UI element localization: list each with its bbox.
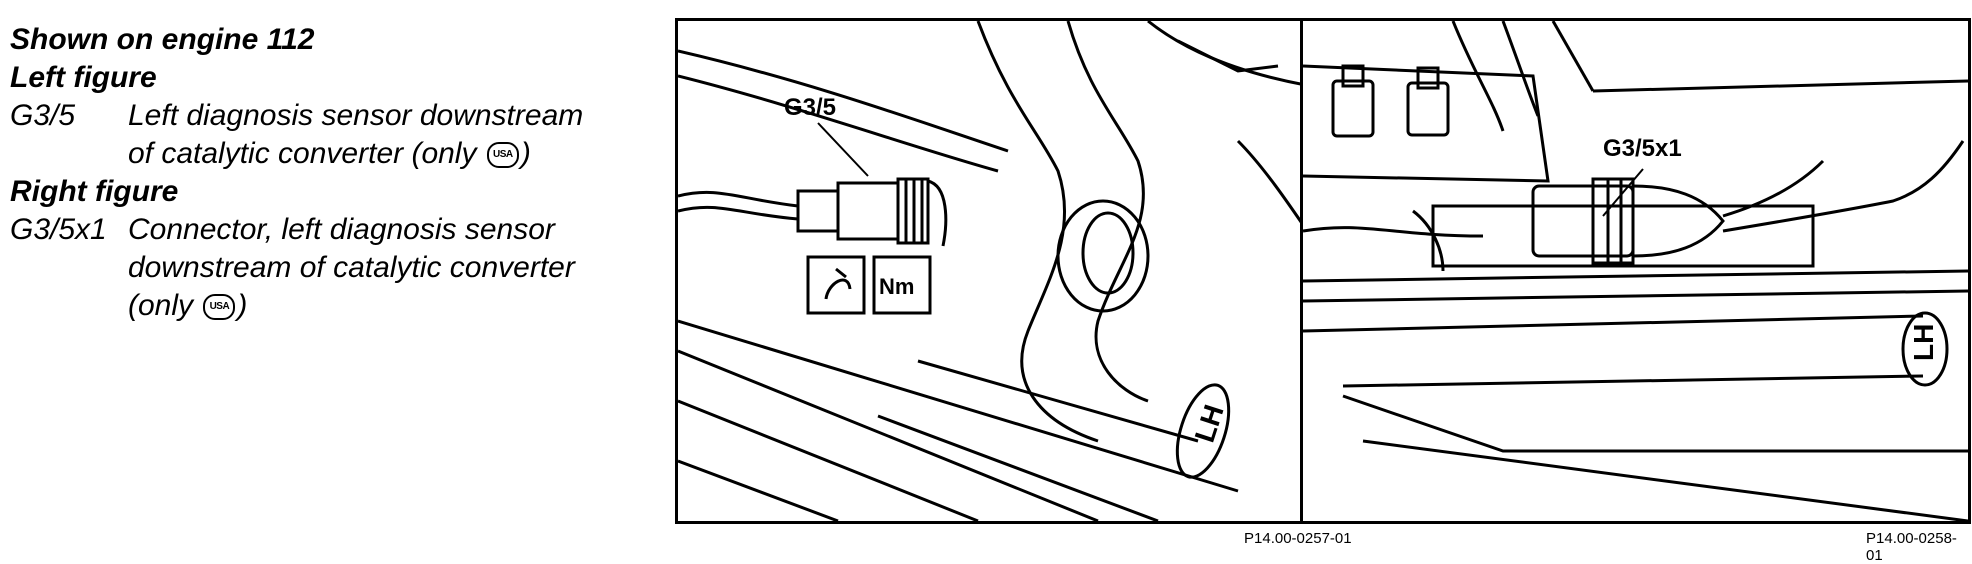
left-figure-illustration: G3/5 Nm LH [678, 21, 1343, 521]
right-figure-reference: P14.00-0258-01 [1866, 530, 1957, 564]
legend-code-g3-5x1: G3/5x1 [10, 213, 107, 246]
legend-code-g3-5: G3/5 [10, 99, 76, 132]
legend-desc-g3-5x1-line2: downstream of catalytic converter [128, 251, 575, 284]
legend-desc-g3-5x1-line3: (only USA) [128, 289, 248, 322]
left-figure-reference: P14.00-0257-01 [1244, 530, 1352, 547]
left-figure-title: Left figure [10, 61, 157, 94]
usa-badge-icon: USA [486, 142, 519, 169]
legend-desc-g3-5-line1: Left diagnosis sensor downstream [128, 99, 584, 132]
legend-desc-g3-5x1-line1: Connector, left diagnosis sensor [128, 213, 555, 246]
right-figure-tube-label: LH [1908, 324, 1939, 361]
legend-heading: Shown on engine 112 [10, 23, 315, 56]
usa-badge-icon: USA [203, 294, 236, 321]
wrench-icon [824, 267, 852, 300]
legend-column: Shown on engine 112 Left figure G3/5 Lef… [0, 0, 640, 560]
right-figure-callout: G3/5x1 [1603, 135, 1682, 162]
left-figure-callout: G3/5 [784, 94, 836, 121]
legend-desc-g3-5-line2: of catalytic converter (only USA) [128, 137, 531, 170]
right-figure-title: Right figure [10, 175, 179, 208]
right-figure-illustration: G3/5x1 LH [1303, 21, 1968, 521]
right-figure: G3/5x1 LH [1300, 18, 1971, 524]
left-figure: G3/5 Nm LH [675, 18, 1346, 524]
torque-nm-symbol: Nm [879, 274, 914, 299]
